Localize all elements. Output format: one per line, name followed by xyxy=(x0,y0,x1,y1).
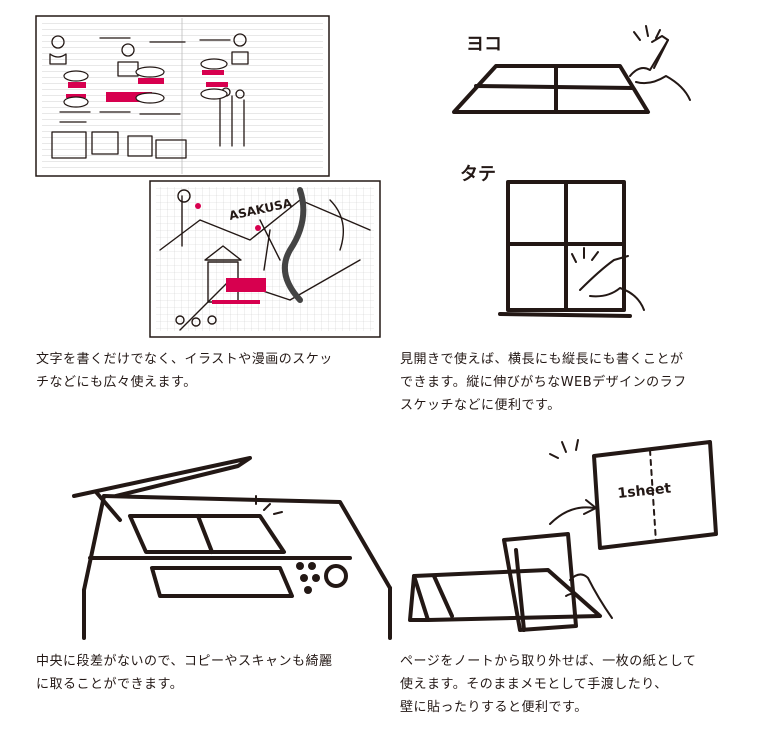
sketch-notebook-illustration: ASAKUSA xyxy=(35,15,381,338)
label-horizontal: ヨコ xyxy=(466,34,502,55)
label-vertical: タテ xyxy=(460,164,496,185)
scanner-illustration xyxy=(72,456,392,640)
spread-caption: 見開きで使えば、横長にも縦長にも書くことが できます。縦に伸びがちなWEBデザイ… xyxy=(400,352,687,413)
scan-caption: 中央に段差がないので、コピーやスキャンも綺麗 に取ることができます。 xyxy=(36,654,333,692)
tearout-caption: ページをノートから取り外せば、一枚の紙として 使えます。そのままメモとして手渡し… xyxy=(400,654,697,715)
sketch-caption: 文字を書くだけでなく、イラストや漫画のスケッ チなどにも広々使えます。 xyxy=(36,352,333,390)
tearout-illustration: 1sheet xyxy=(408,439,718,632)
spread-illustration: ヨコ タテ xyxy=(452,25,691,318)
sheet-label: 1sheet xyxy=(617,480,672,502)
